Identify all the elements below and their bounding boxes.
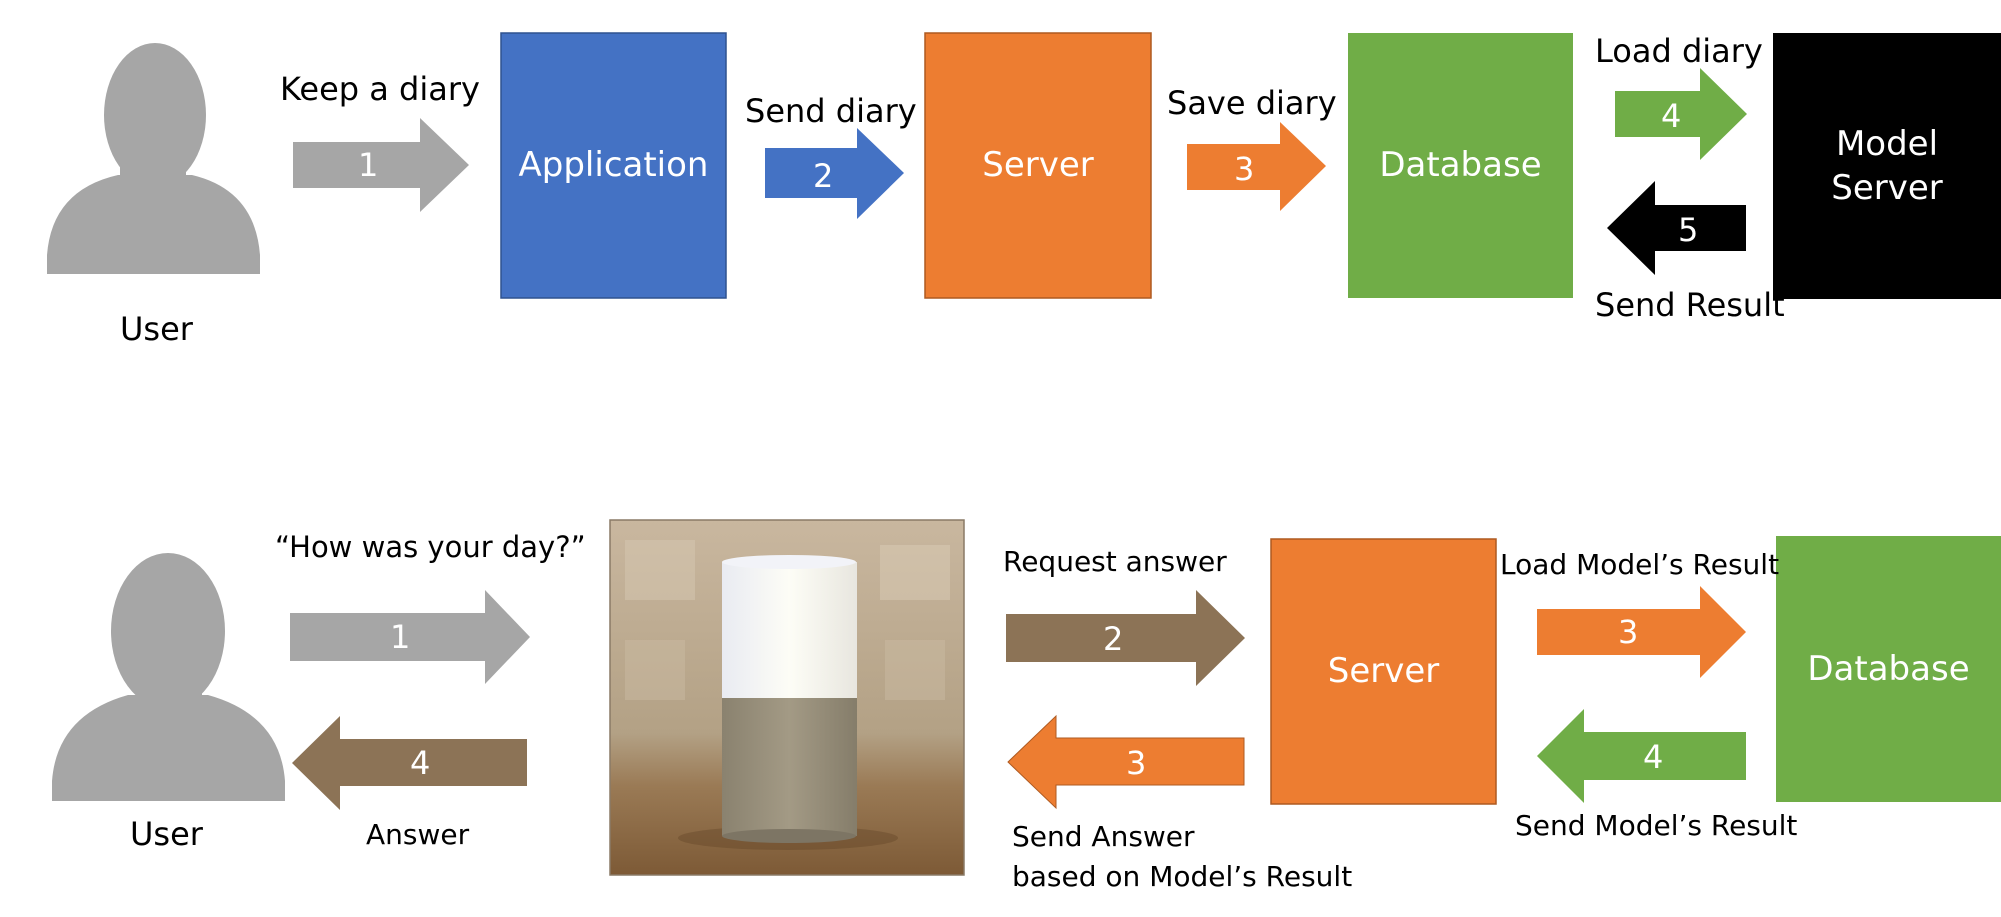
step-4-label: Load diary [1595,32,1763,70]
server-bottom-label: Server [1327,651,1440,692]
step-5-number: 5 [1678,211,1699,249]
arrow-bottom-step-4b [1537,709,1746,803]
server-box: Server [925,33,1151,298]
model-server-label-line2: Server [1831,168,1943,208]
database-label: Database [1379,145,1542,186]
arrow-bottom-step-2 [1006,590,1245,686]
arrow-step-1 [293,118,469,212]
step-3-label: Save diary [1167,84,1337,122]
server-box-bottom: Server [1271,539,1496,804]
model-server-label-line1: Model [1835,123,1939,164]
bottom-step-4b-number: 4 [1643,738,1664,776]
model-server-box: Model Server [1773,33,2001,299]
bottom-step-3-number: 3 [1618,613,1639,651]
step-1-label: Keep a diary [280,70,480,108]
arrow-step-5 [1607,181,1746,275]
user-label: User [120,310,193,348]
step-1-number: 1 [358,146,379,184]
server-box-shape [924,32,1152,299]
send-model-result-label: Send Model’s Result [1515,809,1798,842]
arrow-step-4 [1615,68,1747,160]
bottom-step-3b-number: 3 [1126,744,1147,782]
application-box-shape [500,32,727,299]
database-bottom-label: Database [1807,648,1970,689]
user-bottom-label: User [130,815,203,853]
bottom-step-4-number: 4 [410,744,431,782]
arrow-step-3 [1187,122,1326,211]
answer-label: Answer [366,818,470,851]
bottom-step-2-number: 2 [1103,620,1124,658]
user-icon-bottom [52,553,285,801]
database-box-bottom-shape [1776,536,2001,802]
send-answer-label-line2: based on Model’s Result [1012,860,1353,893]
send-answer-label-line1: Send Answer [1012,820,1195,853]
server-box-bottom-shape [1270,538,1497,805]
user-icon [47,43,260,274]
model-server-box-shape [1773,33,2001,299]
arrow-bottom-step-4 [292,716,527,810]
step-4-number: 4 [1661,97,1682,135]
step-5-label: Send Result [1595,286,1785,324]
step-3-number: 3 [1234,150,1255,188]
step-2-number: 2 [813,157,834,195]
arrow-step-2 [765,128,904,219]
application-label: Application [518,145,709,186]
load-model-result-label: Load Model’s Result [1500,548,1780,581]
application-box: Application [501,33,726,298]
bottom-step-1-number: 1 [390,618,411,656]
request-answer-label: Request answer [1003,545,1227,578]
arrow-bottom-step-3 [1537,586,1746,678]
step-2-label: Send diary [745,92,917,130]
database-box-bottom: Database [1776,536,2001,802]
arrow-bottom-step-1 [290,590,530,684]
server-label: Server [982,145,1094,186]
database-box: Database [1348,33,1573,298]
quote-label: “How was your day?” [275,530,586,564]
database-box-shape [1348,33,1573,298]
arrow-bottom-step-3b [1007,714,1245,810]
smart-speaker-photo [609,519,965,876]
